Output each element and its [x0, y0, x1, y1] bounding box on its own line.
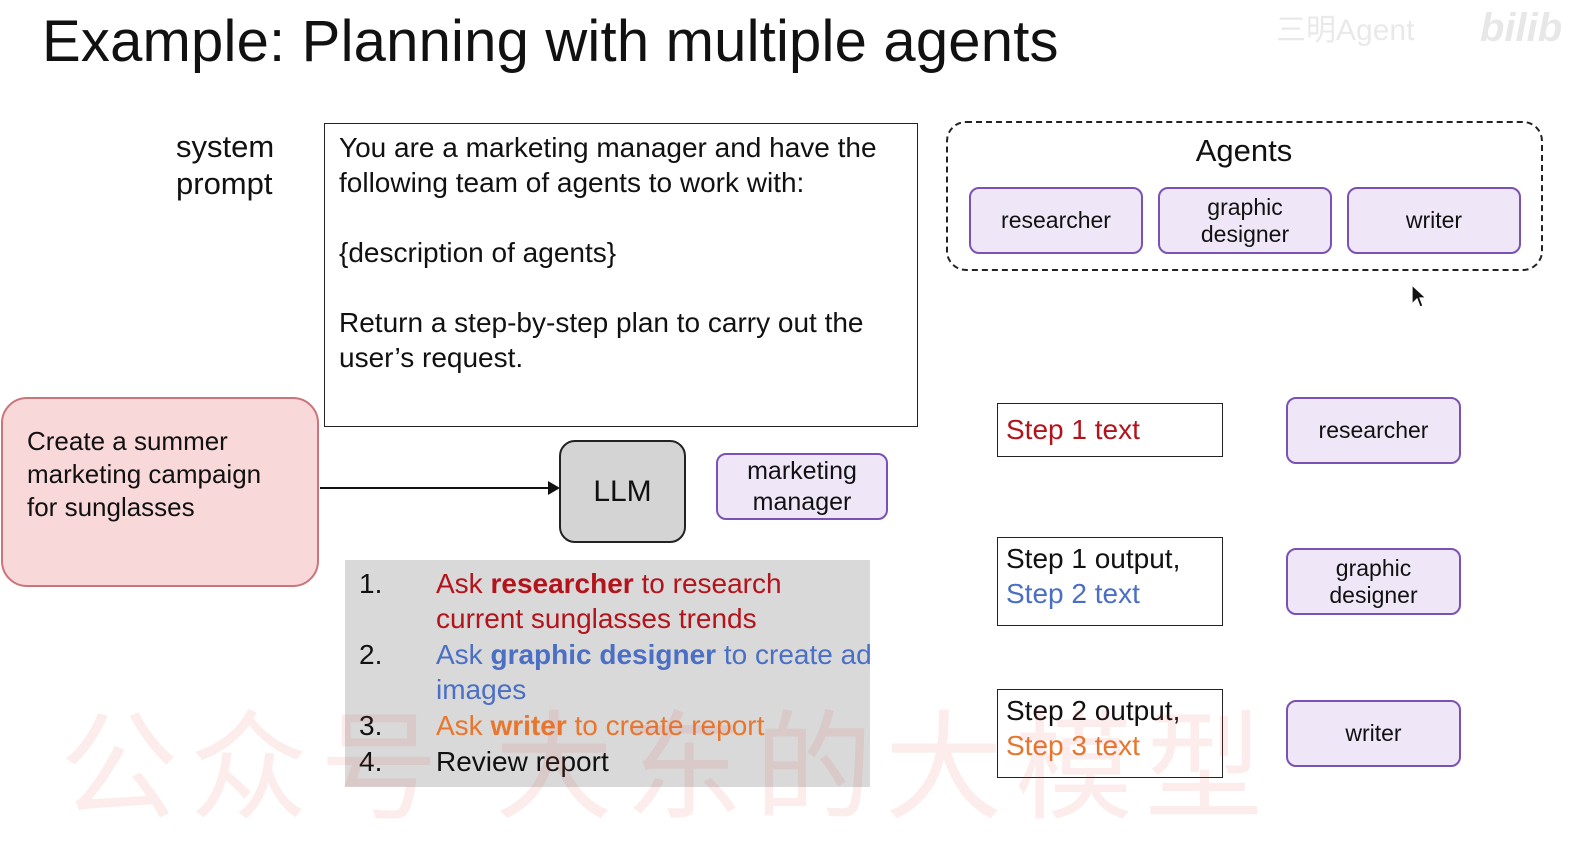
system-prompt-box: You are a marketing manager and have the… — [324, 123, 918, 427]
mouse-cursor-icon — [1411, 283, 1428, 308]
step-agent-researcher: researcher — [1286, 397, 1461, 464]
plan-bold: researcher — [490, 568, 634, 599]
agent-label: researcher — [1001, 207, 1111, 233]
agents-group — [946, 121, 1543, 271]
bilibili-logo: bilib — [1480, 6, 1563, 50]
watermark-top: 三明Agent — [1276, 14, 1415, 47]
marketing-manager-label: marketing manager — [747, 456, 857, 516]
llm-box: LLM — [559, 440, 686, 543]
system-prompt-label-text: system prompt — [176, 129, 275, 201]
plan-text: Review report — [436, 744, 876, 779]
step-prefix: Step 1 output, — [1006, 543, 1181, 574]
agent-label: graphic designer — [1200, 193, 1290, 247]
plan-num: 1. — [359, 568, 383, 599]
step-text: Step 3 text — [1006, 730, 1140, 761]
plan-text: Ask researcher to research current sungl… — [436, 566, 876, 636]
plan-num: 4. — [359, 746, 383, 777]
plan-text: Ask graphic designer to create ad images — [436, 637, 876, 707]
agent-writer: writer — [1347, 187, 1521, 254]
plan-box: 1. Ask researcher to research current su… — [345, 560, 872, 787]
agent-researcher: researcher — [969, 187, 1143, 254]
step-prefix: Step 2 output, — [1006, 695, 1181, 726]
plan-post: to create report — [566, 710, 765, 741]
agent-label: writer — [1405, 207, 1463, 233]
watermark-bottom: 公众号 大东的大模型 — [60, 703, 1275, 835]
plan-pre: Review report — [436, 746, 609, 777]
plan-bold: graphic designer — [490, 639, 717, 670]
marketing-manager-role: marketing manager — [716, 453, 888, 520]
plan-text: Ask writer to create report — [436, 708, 876, 743]
step-box-1: Step 1 text — [997, 403, 1223, 457]
step-agent-label: graphic designer — [1329, 554, 1418, 608]
step-agent-graphic-designer: graphic designer — [1286, 548, 1461, 615]
system-prompt-label: system prompt — [176, 128, 296, 202]
llm-label: LLM — [593, 474, 652, 508]
prompt-line-1: You are a marketing manager and have the… — [339, 132, 877, 198]
step-box-3: Step 2 output, Step 3 text — [997, 689, 1223, 778]
slide-title: Example: Planning with multiple agents — [42, 9, 1059, 74]
step-agent-label: researcher — [1318, 417, 1429, 443]
step-box-2: Step 1 output, Step 2 text — [997, 537, 1223, 626]
arrow-head — [548, 481, 560, 495]
user-request-text: Create a summer marketing campaign for s… — [27, 426, 262, 522]
step-agent-writer: writer — [1286, 700, 1461, 767]
arrow-right-icon — [320, 487, 558, 489]
user-request-box: Create a summer marketing campaign for s… — [1, 397, 319, 587]
plan-post: to research current sunglasses trends — [436, 568, 782, 634]
plan-bold: writer — [490, 710, 567, 741]
plan-num: 2. — [359, 639, 383, 670]
step-text: Step 2 text — [1006, 578, 1140, 609]
plan-pre: Ask — [436, 710, 491, 741]
agents-title: Agents — [1195, 133, 1293, 168]
plan-post: to create ad images — [436, 639, 872, 705]
prompt-line-2: {description of agents} — [339, 237, 617, 268]
plan-pre: Ask — [436, 568, 491, 599]
prompt-line-3: Return a step-by-step plan to carry out … — [339, 307, 864, 373]
plan-num: 3. — [359, 710, 383, 741]
agent-graphic-designer: graphic designer — [1158, 187, 1332, 254]
step-text: Step 1 text — [1006, 414, 1140, 445]
plan-pre: Ask — [436, 639, 491, 670]
step-agent-label: writer — [1345, 720, 1402, 746]
